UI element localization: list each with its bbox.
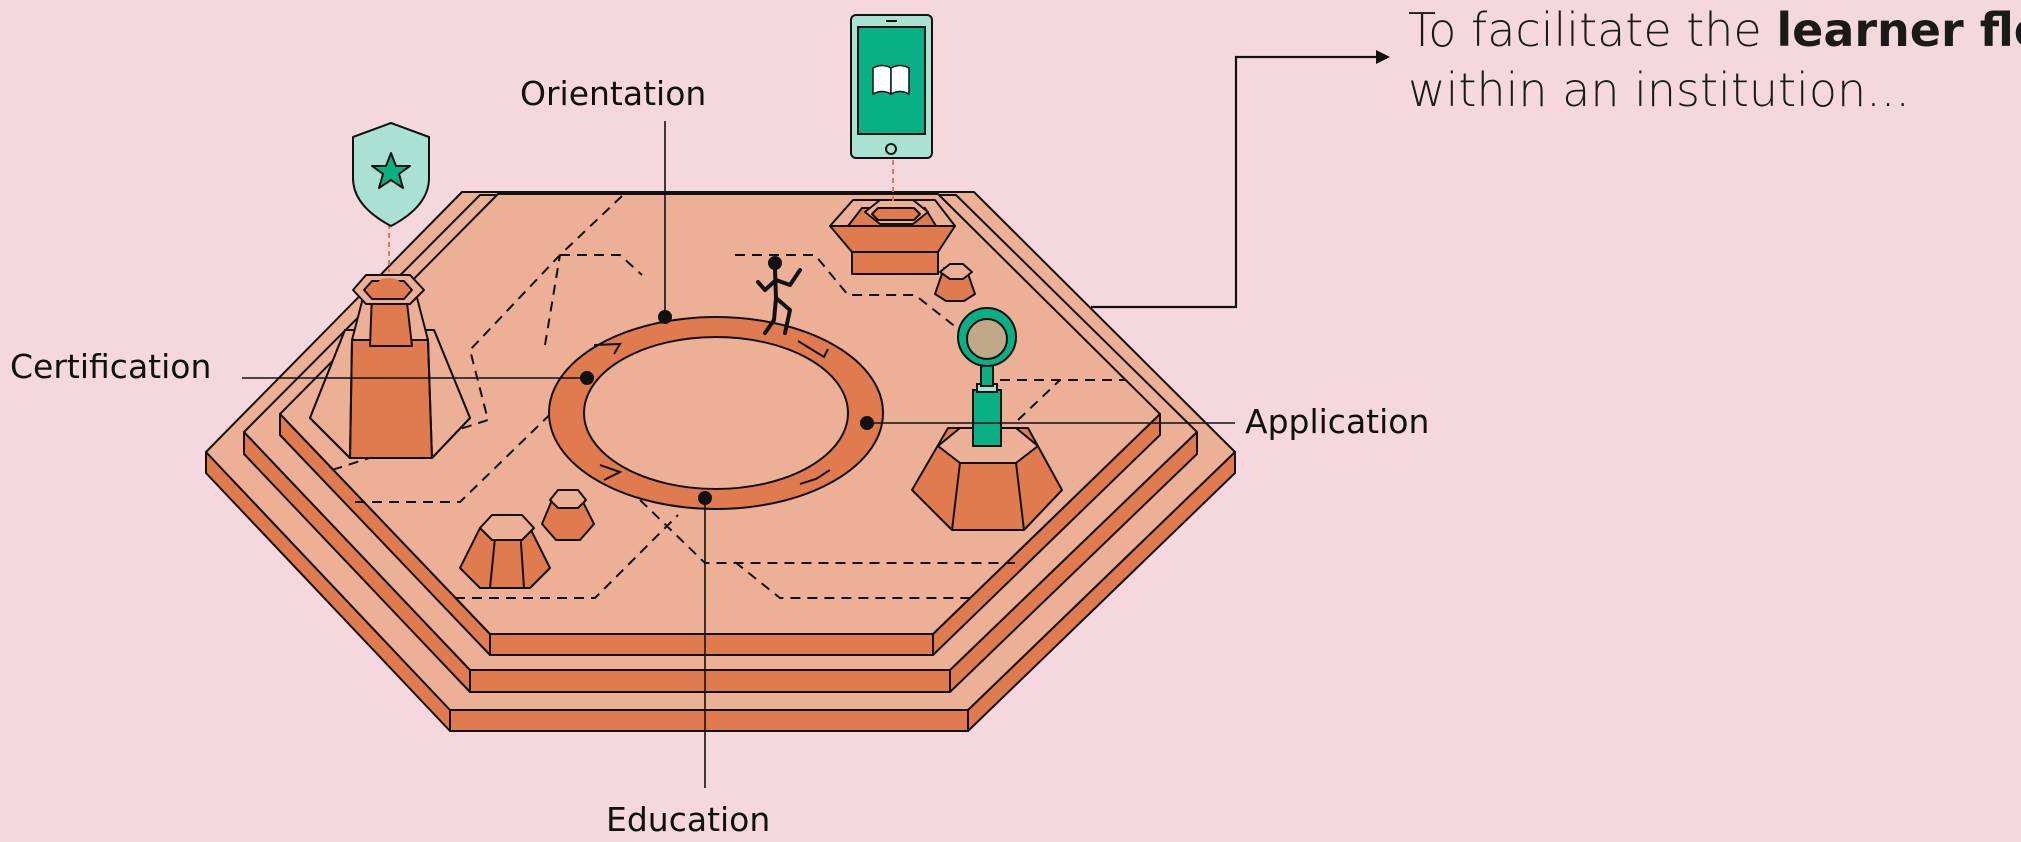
label-certification: Certification bbox=[10, 347, 212, 386]
orientation-dot bbox=[658, 310, 672, 324]
headline-connector-arrow bbox=[1091, 50, 1390, 309]
phone-book-icon bbox=[850, 14, 933, 159]
application-dot bbox=[860, 416, 874, 430]
runner-figure bbox=[756, 256, 802, 335]
label-orientation: Orientation bbox=[520, 74, 707, 113]
certification-tower bbox=[309, 274, 471, 459]
small-pillar-front-b bbox=[541, 489, 595, 541]
headline-prefix: To facilitate the bbox=[1408, 3, 1777, 57]
label-application: Application bbox=[1245, 402, 1430, 441]
headline-line-2: within an institution... bbox=[1408, 63, 1911, 117]
magnifier-icon bbox=[957, 307, 1017, 447]
application-tower bbox=[911, 427, 1063, 531]
phone-tower bbox=[829, 199, 956, 275]
small-pillar-right bbox=[934, 263, 976, 302]
small-pillar-front-a bbox=[459, 514, 551, 589]
headline-emphasis: learner flow bbox=[1776, 3, 2021, 57]
label-education: Education bbox=[606, 800, 771, 839]
shield-star-icon bbox=[352, 122, 430, 227]
headline: To facilitate the learner flow within an… bbox=[1408, 0, 2021, 120]
certification-dot bbox=[580, 371, 594, 385]
education-dot bbox=[698, 491, 712, 505]
leader-dots bbox=[580, 310, 874, 505]
leader-lines bbox=[242, 121, 1235, 788]
learner-flow-ring bbox=[548, 316, 884, 510]
